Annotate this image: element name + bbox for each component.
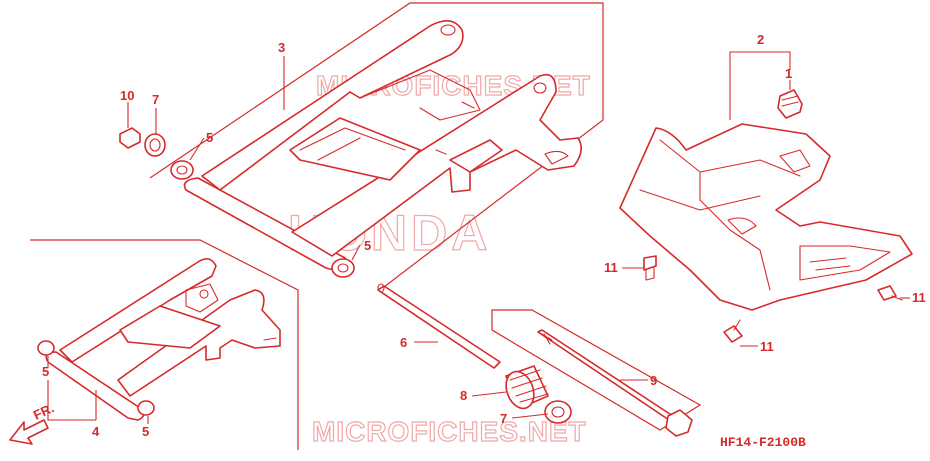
callout-7-upper: 7	[152, 92, 159, 107]
watermark-bottom: MICROFICHES.NET	[312, 416, 587, 447]
callout-1: 1	[785, 66, 792, 81]
part-2-bracket	[729, 51, 791, 120]
nut-10	[119, 127, 141, 149]
shaft-6	[377, 285, 501, 369]
callout-5-upper-left: 5	[206, 130, 213, 145]
front-direction-arrow: FR.	[9, 400, 56, 445]
callout-6: 6	[400, 335, 407, 350]
callout-7-lower: 7	[500, 411, 507, 426]
bushing-lower-left	[37, 340, 55, 356]
callout-4: 4	[92, 424, 100, 439]
callout-5-lower-right: 5	[142, 424, 149, 439]
callout-11-right: 11	[912, 290, 926, 305]
bushing-upper-left	[170, 160, 194, 180]
callout-11-left: 11	[604, 260, 618, 275]
callout-11-bottom: 11	[760, 339, 774, 354]
seal-7-lower	[544, 400, 572, 424]
callout-3: 3	[278, 40, 285, 55]
callout-5-lower-left: 5	[42, 364, 49, 379]
bolt-11-left	[643, 255, 657, 281]
callout-8: 8	[460, 388, 467, 403]
upper-swingarm-frame	[149, 2, 604, 291]
lower-swingarm-frame	[30, 239, 299, 450]
bolt-9-head	[665, 409, 693, 437]
callout-10: 10	[120, 88, 134, 103]
callout-5-upper-right: 5	[364, 238, 371, 253]
bolt-11-bottom	[723, 319, 743, 343]
callout-2: 2	[757, 32, 764, 47]
diagram-code: HF14-F2100B	[720, 435, 806, 450]
swingarm-small	[45, 258, 281, 421]
bushing-lower-right	[137, 400, 155, 416]
fender-assembly	[619, 123, 913, 311]
collar-8	[505, 365, 549, 410]
seal-7-upper	[144, 133, 166, 157]
callout-9: 9	[650, 373, 657, 388]
bolt-11-right	[877, 285, 903, 301]
direction-label: FR.	[31, 400, 56, 422]
bushing-upper-right	[331, 258, 355, 278]
